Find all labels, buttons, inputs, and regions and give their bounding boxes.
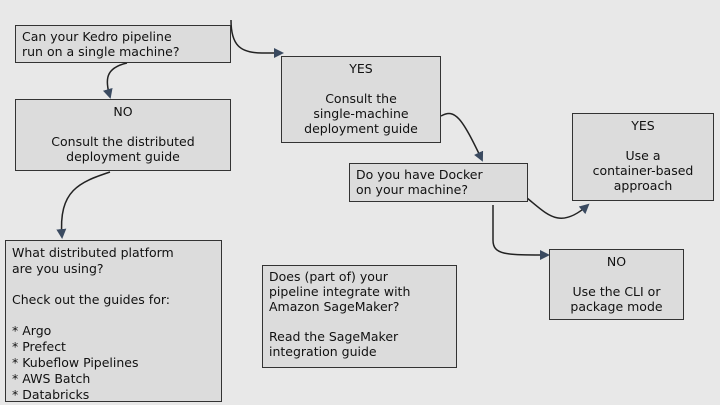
guide-item-prefect: * Prefect: [12, 339, 66, 354]
arrow-q1-to-yes: [230, 19, 284, 58]
node-text: Do you have Docker: [356, 167, 483, 182]
node-text: Use the CLI or: [572, 284, 661, 299]
guide-item-kubeflow: * Kubeflow Pipelines: [12, 355, 139, 370]
node-title: NO: [606, 254, 627, 269]
arrow-yes-to-docker: [440, 112, 484, 162]
guides-intro: Check out the guides for:: [12, 292, 170, 307]
arrow-no-to-platform: [56, 171, 111, 239]
node-no-cli: NO Use the CLI or package mode: [549, 249, 684, 320]
node-text: run on a single machine?: [22, 44, 180, 59]
guides-list: * Argo * Prefect * Kubeflow Pipelines * …: [12, 323, 215, 403]
node-text: Amazon SageMaker?: [269, 299, 400, 314]
node-text: Use a: [625, 148, 661, 163]
guide-item-argo: * Argo: [12, 323, 52, 338]
node-text: package mode: [570, 299, 663, 314]
node-title: YES: [349, 61, 373, 76]
node-text: Consult the distributed: [51, 134, 195, 149]
node-q-single-machine: Can your Kedro pipeline run on a single …: [15, 25, 231, 63]
node-text: Read the SageMaker: [269, 329, 399, 344]
node-no-distributed: NO Consult the distributed deployment gu…: [15, 99, 231, 171]
node-text: single-machine: [313, 106, 409, 121]
node-text: What distributed platform: [12, 245, 174, 260]
node-text: deployment guide: [66, 149, 180, 164]
node-text: Does (part of) your: [269, 269, 388, 284]
node-text: approach: [613, 178, 673, 193]
node-text: on your machine?: [356, 182, 468, 197]
arrow-docker-to-no: [492, 205, 550, 260]
node-title: YES: [631, 118, 655, 133]
guide-item-databricks: * Databricks: [12, 387, 90, 402]
node-text: deployment guide: [304, 121, 418, 136]
arrow-docker-to-yes: [526, 197, 590, 219]
node-text: Can your Kedro pipeline: [22, 29, 172, 44]
arrow-q1-to-no: [102, 62, 128, 99]
node-yes-container: YES Use a container-based approach: [572, 113, 714, 201]
node-sagemaker: Does (part of) your pipeline integrate w…: [262, 265, 457, 368]
node-text: Consult the: [325, 91, 397, 106]
node-title: NO: [113, 104, 133, 119]
guide-item-aws-batch: * AWS Batch: [12, 371, 91, 386]
node-q-docker: Do you have Docker on your machine?: [349, 163, 528, 202]
node-text: container-based: [592, 163, 694, 178]
node-yes-single: YES Consult the single-machine deploymen…: [281, 56, 441, 143]
node-text: integration guide: [269, 344, 377, 359]
node-text: pipeline integrate with: [269, 284, 411, 299]
node-text: are you using?: [12, 261, 104, 276]
node-distributed-platform: What distributed platform are you using?…: [5, 240, 222, 402]
